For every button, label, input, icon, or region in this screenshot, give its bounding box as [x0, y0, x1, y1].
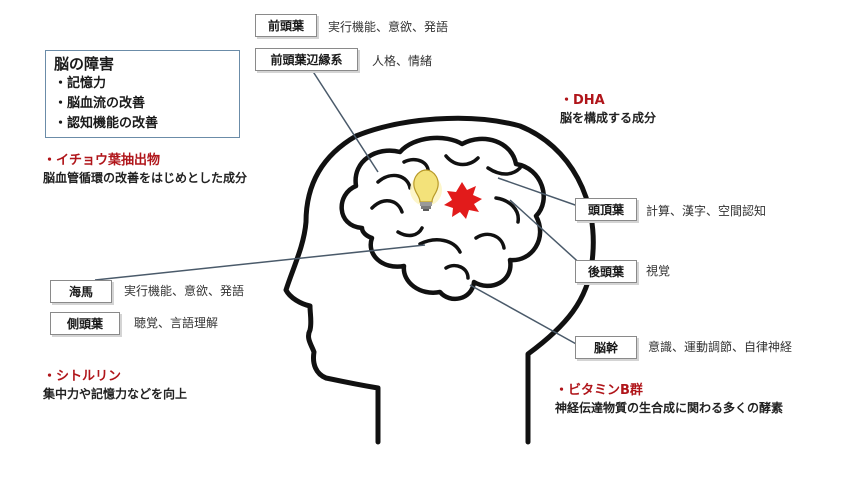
region-label-brainstem: 脳幹 [575, 336, 637, 359]
nutrient-effect: 集中力や記憶力などを向上 [43, 387, 188, 401]
nutrient-dha: ・DHA 脳を構成する成分 [560, 92, 656, 127]
disorder-item: ・記憶力 [54, 76, 107, 91]
region-desc-parietal: 計算、漢字、空間認知 [646, 204, 767, 218]
nutrient-vitamin-b: ・ビタミンB群 神経伝達物質の生合成に関わる多くの酵素 [555, 382, 783, 417]
region-label-temporal: 側頭葉 [50, 312, 120, 335]
region-desc-frontal: 実行機能、意欲、発語 [328, 20, 449, 34]
region-label-parietal: 頭頂葉 [575, 198, 637, 221]
disorder-title: 脳の障害 [54, 55, 115, 73]
nutrient-effect: 脳を構成する成分 [560, 111, 657, 125]
nutrient-citrulline: ・シトルリン 集中力や記憶力などを向上 [43, 368, 187, 403]
brain-folds [370, 154, 522, 280]
disorder-item: ・脳血流の改善 [54, 96, 146, 111]
lightbulb-icon [410, 169, 442, 211]
nutrient-name: ・イチョウ葉抽出物 [43, 153, 161, 168]
nutrient-effect: 脳血管循環の改善をはじめとした成分 [43, 171, 248, 185]
nutrient-ginkgo: ・イチョウ葉抽出物 脳血管循環の改善をはじめとした成分 [43, 152, 247, 187]
head-silhouette [283, 115, 596, 445]
nutrient-name: ・DHA [560, 93, 605, 108]
disorder-item: ・認知機能の改善 [54, 116, 159, 131]
burst-icon [444, 182, 482, 219]
region-label-occipital: 後頭葉 [575, 260, 637, 283]
nutrient-name: ・シトルリン [43, 369, 122, 384]
region-desc-brainstem: 意識、運動調節、自律神経 [648, 340, 793, 354]
region-label-frontal: 前頭葉 [255, 14, 317, 37]
region-label-limbic: 前頭葉辺縁系 [255, 48, 358, 71]
region-desc-temporal: 聴覚、言語理解 [134, 316, 219, 330]
leader-lines [94, 69, 586, 346]
region-desc-occipital: 視覚 [646, 264, 671, 278]
region-label-hippocampus: 海馬 [50, 280, 112, 303]
region-desc-limbic: 人格、情緒 [372, 54, 433, 68]
disorder-box: 脳の障害 ・記憶力 ・脳血流の改善 ・認知機能の改善 [45, 50, 240, 138]
nutrient-effect: 神経伝達物質の生合成に関わる多くの酵素 [555, 401, 784, 415]
nutrient-name: ・ビタミンB群 [555, 383, 643, 398]
brain-outline [339, 135, 546, 302]
region-desc-hippocampus: 実行機能、意欲、発語 [124, 284, 245, 298]
